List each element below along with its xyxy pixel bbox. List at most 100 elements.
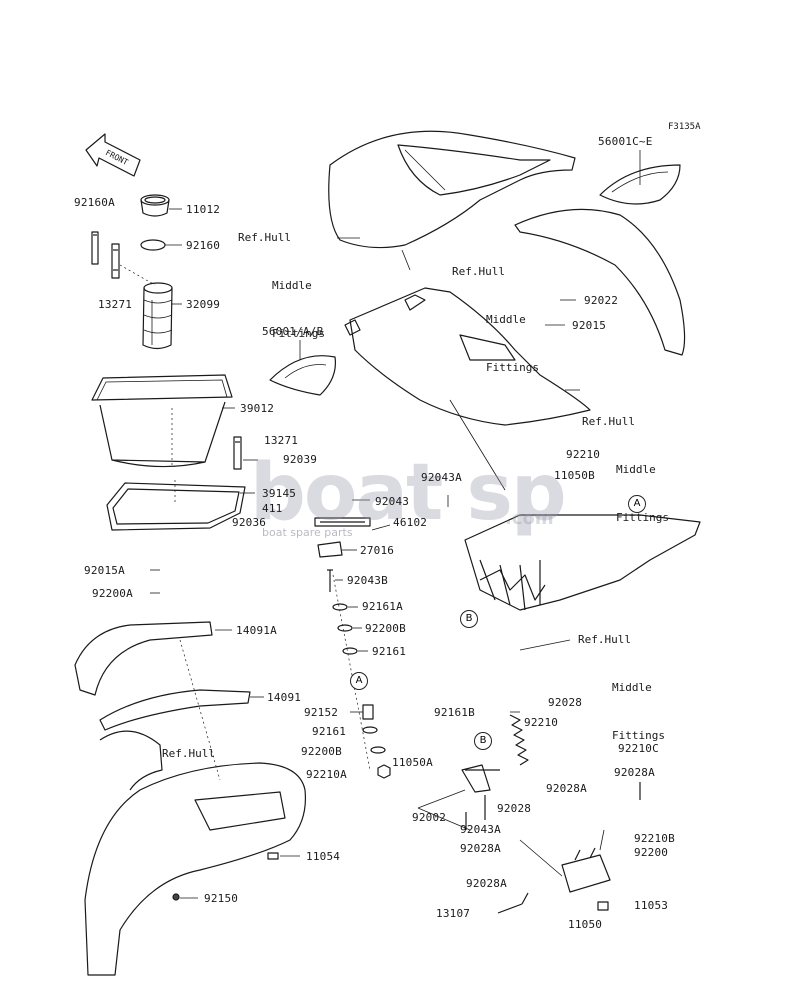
screw-92150 — [172, 893, 180, 901]
label-11050: 11050 — [568, 918, 603, 931]
label-13271a: 13271 — [98, 298, 133, 311]
label-92028A-b: 92028A — [546, 782, 587, 795]
strap-13271a — [111, 243, 120, 279]
label-92028-upper: 92028 — [548, 696, 583, 709]
label-92022: 92022 — [584, 294, 619, 307]
cover-14091A — [74, 621, 213, 696]
washer-92161A — [332, 603, 348, 611]
washer-92200B — [337, 624, 353, 632]
marker-a-right: A — [628, 495, 646, 513]
tube-32099 — [142, 282, 173, 350]
cover-14091 — [99, 689, 251, 731]
label-92210-spring: 92210 — [524, 716, 559, 729]
label-11050A: 11050A — [392, 756, 433, 769]
washer-92161b — [362, 726, 378, 734]
watermark-tld: .com — [505, 508, 554, 529]
label-92161A: 92161A — [362, 600, 403, 613]
washer-92200Bb — [370, 746, 386, 754]
label-92002: 92002 — [412, 811, 447, 824]
cover-56001AB — [269, 355, 337, 396]
hull-middle-tray — [464, 514, 701, 611]
label-92161B: 92161B — [434, 706, 475, 719]
label-13107: 13107 — [436, 907, 471, 920]
hull-main — [84, 730, 307, 976]
label-11050B: 11050B — [554, 469, 595, 482]
cap-11012 — [140, 194, 170, 217]
label-92210A: 92210A — [306, 768, 347, 781]
watermark: boat sp — [250, 448, 567, 538]
label-92043B: 92043B — [347, 574, 388, 587]
hull-middle-piece — [344, 287, 591, 426]
marker-a-center: A — [350, 672, 368, 690]
label-39145: 39145 — [262, 487, 297, 500]
label-27016: 27016 — [360, 544, 395, 557]
hinge-46102 — [314, 517, 371, 527]
strap-13271b — [233, 436, 242, 470]
label-92043A-lower: 92043A — [460, 823, 501, 836]
label-92152: 92152 — [304, 706, 339, 719]
clip-11053 — [597, 901, 609, 911]
label-92028A-c: 92028A — [460, 842, 501, 855]
label-56001AB: 56001/A/B — [262, 325, 324, 338]
bracket-11050 — [561, 847, 611, 893]
label-11053: 11053 — [634, 899, 669, 912]
label-92028A-d: 92028A — [466, 877, 507, 890]
leader-lines — [150, 150, 641, 899]
label-92161-lower: 92161 — [312, 725, 347, 738]
label-39012: 39012 — [240, 402, 275, 415]
front-arrow-icon — [85, 133, 141, 177]
label-92043: 92043 — [375, 495, 410, 508]
marker-b-right: B — [460, 610, 478, 628]
bolt-92043B — [327, 569, 333, 592]
nut-92210A — [377, 764, 391, 779]
label-411: 411 — [262, 502, 283, 515]
label-32099: 32099 — [186, 298, 221, 311]
strap-92160A — [91, 231, 99, 265]
label-92028A-a: 92028A — [614, 766, 655, 779]
label-46102: 46102 — [393, 516, 428, 529]
latch-27016 — [317, 541, 343, 558]
ref-hull-middle-2: Ref.Hull Middle Fittings — [452, 265, 539, 374]
hull-deck-top — [328, 130, 576, 249]
spring-92210 — [509, 714, 529, 766]
washer-92161 — [342, 647, 358, 655]
label-92161-upper: 92161 — [372, 645, 407, 658]
label-92210B: 92210B — [634, 832, 675, 845]
storage-bin-39012 — [91, 374, 233, 468]
marker-b-lower: B — [474, 732, 492, 750]
label-92200: 92200 — [634, 846, 669, 859]
label-56001CE: 56001C~E — [598, 135, 653, 148]
label-92200B-lower: 92200B — [301, 745, 342, 758]
ref-hull-middle-1: Ref.Hull Middle Fittings — [238, 231, 325, 340]
label-92015: 92015 — [572, 319, 607, 332]
label-14091A: 14091A — [236, 624, 277, 637]
spacer-92152 — [362, 704, 374, 720]
lever-11050A — [461, 764, 500, 793]
label-92210C: 92210C — [618, 742, 659, 755]
label-92039: 92039 — [283, 453, 318, 466]
ref-hull-middle-3: Ref.Hull Middle Fittings — [582, 415, 669, 524]
figure-code: F3135A — [668, 122, 701, 132]
label-13271b: 13271 — [264, 434, 299, 447]
ref-hull: Ref.Hull — [162, 747, 215, 760]
gasket-39145 — [106, 482, 246, 531]
label-11012: 11012 — [186, 203, 221, 216]
right-side-panel — [514, 208, 686, 356]
label-92160A: 92160A — [74, 196, 115, 209]
label-92036: 92036 — [232, 516, 267, 529]
label-92043A-upper: 92043A — [421, 471, 462, 484]
label-92210-upper: 92210 — [566, 448, 601, 461]
watermark-sub: boat spare parts — [262, 526, 353, 539]
ref-hull-middle-4: Ref.Hull Middle Fittings — [578, 633, 665, 742]
label-14091: 14091 — [267, 691, 302, 704]
bolt-13107 — [497, 892, 529, 914]
label-92160: 92160 — [186, 239, 221, 252]
plug-11054 — [267, 852, 279, 860]
gasket-92160 — [140, 239, 166, 251]
label-92015A: 92015A — [84, 564, 125, 577]
label-11054: 11054 — [306, 850, 341, 863]
label-92150: 92150 — [204, 892, 239, 905]
label-92200B: 92200B — [365, 622, 406, 635]
label-92200A: 92200A — [92, 587, 133, 600]
